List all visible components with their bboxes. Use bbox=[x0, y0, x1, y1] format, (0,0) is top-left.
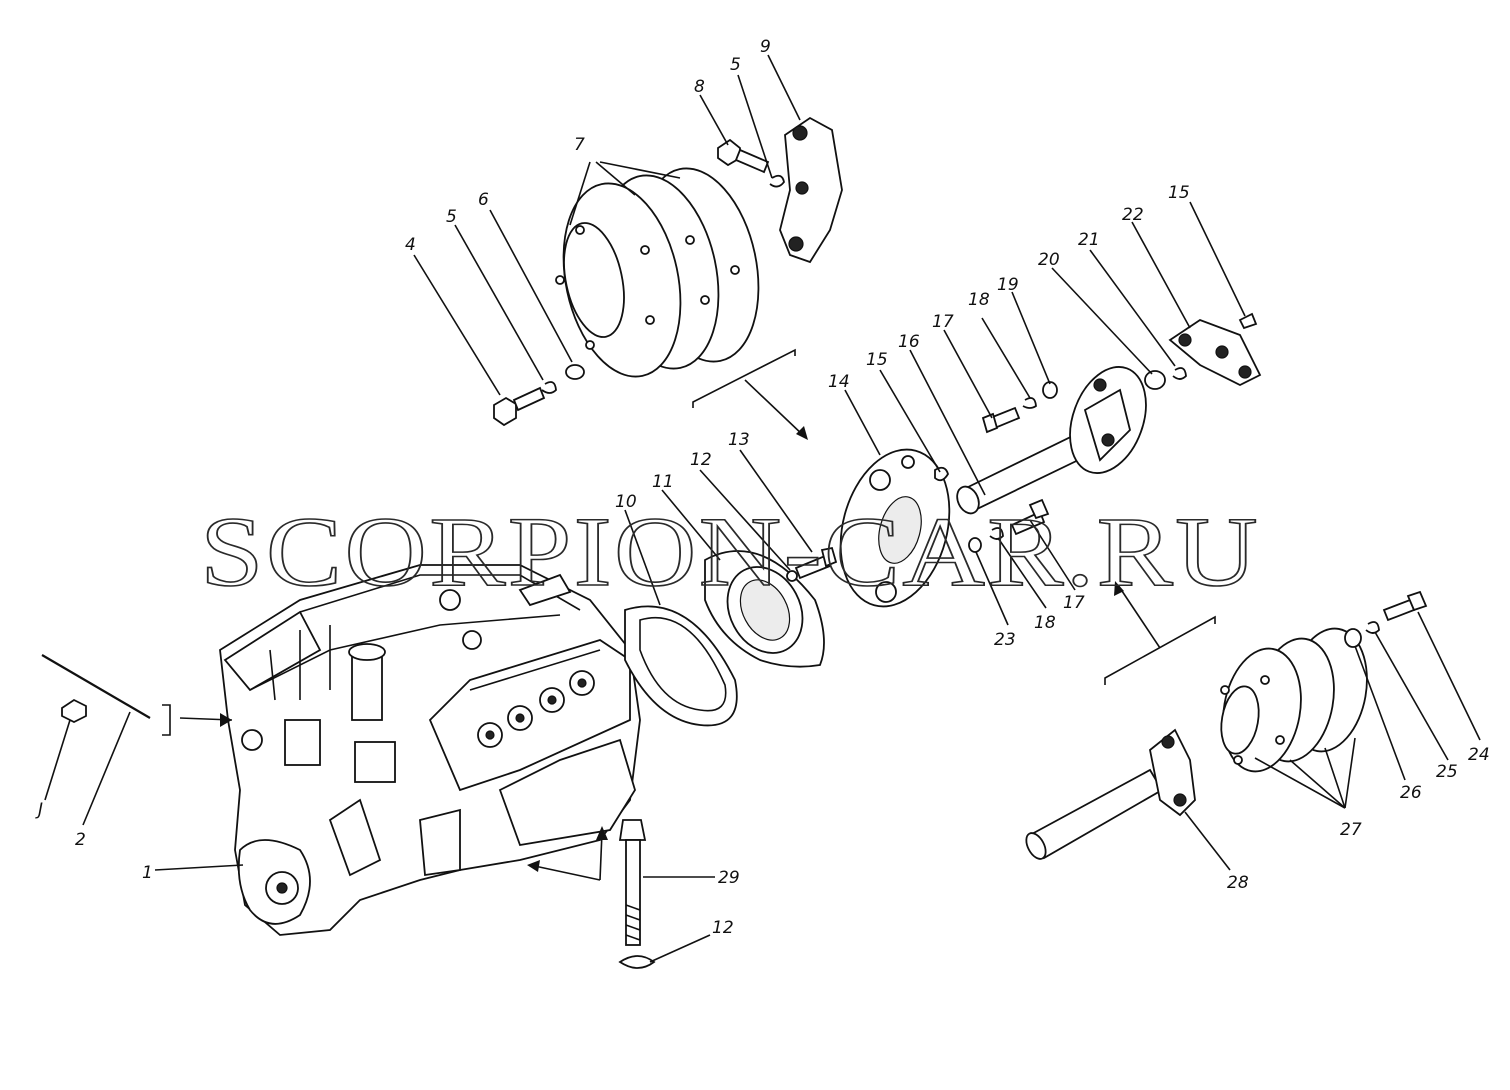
callout-21: 21 bbox=[1078, 230, 1100, 250]
callout-17a: 17 bbox=[932, 312, 954, 332]
callout-16: 16 bbox=[898, 332, 920, 352]
callout-18b: 18 bbox=[1034, 613, 1056, 633]
upper-bolts bbox=[493, 138, 785, 427]
callout-2: 2 bbox=[75, 830, 86, 850]
callout-25: 25 bbox=[1436, 762, 1458, 782]
rod-and-nut bbox=[41, 654, 233, 736]
callout-15a: 15 bbox=[866, 350, 888, 370]
callout-26: 26 bbox=[1400, 783, 1422, 803]
callout-7: 7 bbox=[574, 135, 585, 155]
callout-12a: 12 bbox=[690, 450, 712, 470]
callout-27: 27 bbox=[1340, 820, 1362, 840]
callout-22: 22 bbox=[1122, 205, 1144, 225]
callout-19: 19 bbox=[997, 275, 1019, 295]
leader-lines bbox=[44, 54, 1481, 963]
flange-hub-right bbox=[1069, 366, 1147, 474]
gasket-10 bbox=[624, 605, 738, 727]
bolt-13 bbox=[786, 546, 838, 582]
callout-5a: 5 bbox=[446, 207, 457, 227]
callout-29: 29 bbox=[718, 868, 740, 888]
callout-4: 4 bbox=[405, 235, 416, 255]
driving-disc-14 bbox=[839, 448, 951, 608]
callout-28: 28 bbox=[1227, 873, 1249, 893]
lower-hardware-24-26 bbox=[1344, 590, 1428, 648]
assembly-arrow-upper bbox=[692, 348, 808, 440]
callout-labels: 1 2 J 4 5 6 7 8 5 9 10 11 12 13 14 15 16… bbox=[35, 37, 1490, 938]
lower-shim-stack-27 bbox=[1220, 627, 1368, 773]
callout-15b: 15 bbox=[1168, 183, 1190, 203]
small-hardware-centre bbox=[968, 312, 1262, 553]
callout-24: 24 bbox=[1468, 745, 1490, 765]
callout-11: 11 bbox=[652, 472, 674, 492]
callout-9: 9 bbox=[760, 37, 771, 57]
assembly-arrow-lower bbox=[1104, 581, 1216, 685]
callout-8: 8 bbox=[694, 77, 705, 97]
callout-14: 14 bbox=[828, 372, 850, 392]
callout-18a: 18 bbox=[968, 290, 990, 310]
fuel-pump-assembly bbox=[219, 564, 641, 936]
callout-23: 23 bbox=[994, 630, 1016, 650]
callout-17b: 17 bbox=[1063, 593, 1085, 613]
upper-shim-stack bbox=[555, 167, 760, 378]
callout-1: 1 bbox=[142, 863, 153, 883]
upper-flange-9 bbox=[779, 116, 843, 264]
callout-20: 20 bbox=[1038, 250, 1060, 270]
shaft-flange-28 bbox=[1025, 728, 1196, 860]
callout-5b: 5 bbox=[730, 55, 741, 75]
callout-13: 13 bbox=[728, 430, 750, 450]
callout-3: J bbox=[35, 800, 43, 820]
callout-6: 6 bbox=[478, 190, 489, 210]
long-bolt-29 bbox=[618, 819, 656, 969]
callout-10: 10 bbox=[615, 492, 637, 512]
assembly-arrow-pump bbox=[527, 826, 608, 881]
watermark-text: SCORPION-CAR.RU bbox=[200, 496, 1260, 607]
callout-12b: 12 bbox=[712, 918, 734, 938]
